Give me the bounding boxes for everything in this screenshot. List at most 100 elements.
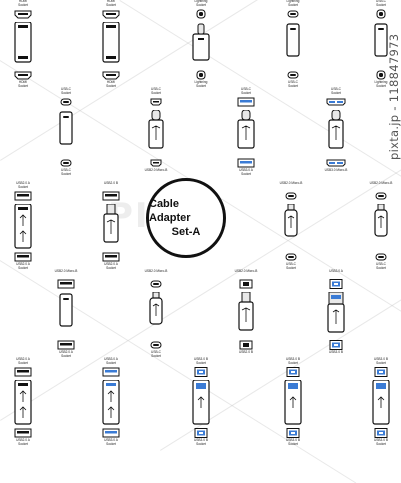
adapter-bottom-label-line: Socket: [61, 171, 71, 176]
adapter-top-label-line: Socket: [61, 90, 71, 95]
adapter-top-label-line: USB-C: [151, 87, 161, 91]
connector-face-icon: [60, 98, 72, 106]
adapter-bottom-label-line: USB-C: [286, 262, 296, 266]
adapter-body-icon: [374, 204, 388, 237]
connector-face-icon: [14, 71, 32, 80]
adapter-bottom-label-line: Socket: [151, 353, 161, 358]
adapter-bottom-label-line: Socket: [18, 441, 28, 446]
adapter-bottom-label-line: USB3.0 B: [286, 438, 300, 442]
adapter-body-icon: [14, 204, 32, 249]
adapter-top-label-line: USB-C: [331, 87, 341, 91]
connector-face-icon: [14, 252, 32, 262]
adapter-body-icon: [328, 110, 344, 149]
adapter-top-label-line: USB2.0 Micro-B: [369, 181, 393, 185]
adapter-bottom-label-line: Socket: [288, 441, 298, 446]
connector-face-icon: [57, 279, 75, 289]
adapter-top-label: USB2.0 Micro-B: [48, 269, 84, 274]
connector-face-icon: [150, 98, 162, 106]
connector-face-icon: [329, 340, 343, 350]
adapter-top-label-line: Socket: [151, 90, 161, 95]
adapter-top-label-line: Lightning: [194, 0, 208, 3]
adapter-bottom-label-line: USB3.0 Micro-B: [324, 168, 348, 172]
adapter-body-icon: [14, 22, 32, 63]
connector-face-icon: [102, 191, 120, 201]
adapter-top-label-line: USB3.0 A: [329, 269, 343, 273]
adapter-bottom-label-line: USB3.0 B: [374, 438, 388, 442]
adapter-body-icon: [102, 22, 120, 63]
credit-text: pixta.jp - 118847973: [387, 33, 401, 160]
adapter-top-label-line: Socket: [106, 2, 116, 7]
adapter-body-icon: [237, 110, 255, 149]
adapter-bottom-label-line: Socket: [18, 265, 28, 270]
adapter-top-label: USB2.0 Micro-B: [273, 181, 309, 186]
connector-face-icon: [57, 340, 75, 350]
connector-face-icon: [14, 10, 32, 19]
adapter-top-label-line: Socket: [331, 90, 341, 95]
adapter-bottom-label-line: USB-C: [61, 168, 71, 172]
connector-face-icon: [150, 341, 162, 349]
adapter-bottom-label-line: USB2.0 A: [16, 438, 30, 442]
adapter-body-icon: [238, 292, 254, 331]
adapter-bottom-label: USB3.0 B: [318, 350, 354, 355]
adapter-bottom-label-line: USB2.0 A: [16, 262, 30, 266]
connector-face-icon: [375, 253, 387, 261]
adapter-bottom-label-line: USB3.0 B: [194, 438, 208, 442]
connector-face-icon: [102, 428, 120, 438]
connector-face-icon: [375, 192, 387, 200]
adapter-top-label-line: USB-C: [376, 0, 386, 3]
title-badge: Cable Adapter Set-A: [146, 178, 226, 258]
connector-face-icon: [196, 9, 206, 19]
connector-face-icon: [326, 159, 346, 167]
adapter-top-label-line: Socket: [376, 2, 386, 7]
connector-face-icon: [286, 367, 300, 377]
adapter-body-icon: [286, 23, 300, 57]
adapter-body-icon: [374, 23, 388, 57]
adapter-body-icon: [149, 292, 163, 325]
adapter-top-label-line: Socket: [106, 360, 116, 365]
connector-face-icon: [102, 10, 120, 19]
title-line-1: Cable Adapter: [149, 198, 191, 224]
adapter-top-label: USB3.0 A: [318, 269, 354, 274]
adapter-body-icon: [192, 380, 210, 425]
connector-face-icon: [326, 98, 346, 106]
adapter-body-icon: [14, 380, 32, 425]
adapter-bottom-label-line: Socket: [376, 265, 386, 270]
adapter-top-label-line: USB2.0 B: [104, 181, 118, 185]
adapter-top-label-line: USB3.0 A: [104, 357, 118, 361]
connector-face-icon: [376, 9, 386, 19]
connector-face-icon: [237, 158, 255, 168]
connector-face-icon: [374, 367, 388, 377]
adapter-top-label-line: USB2.0 A: [16, 181, 30, 185]
